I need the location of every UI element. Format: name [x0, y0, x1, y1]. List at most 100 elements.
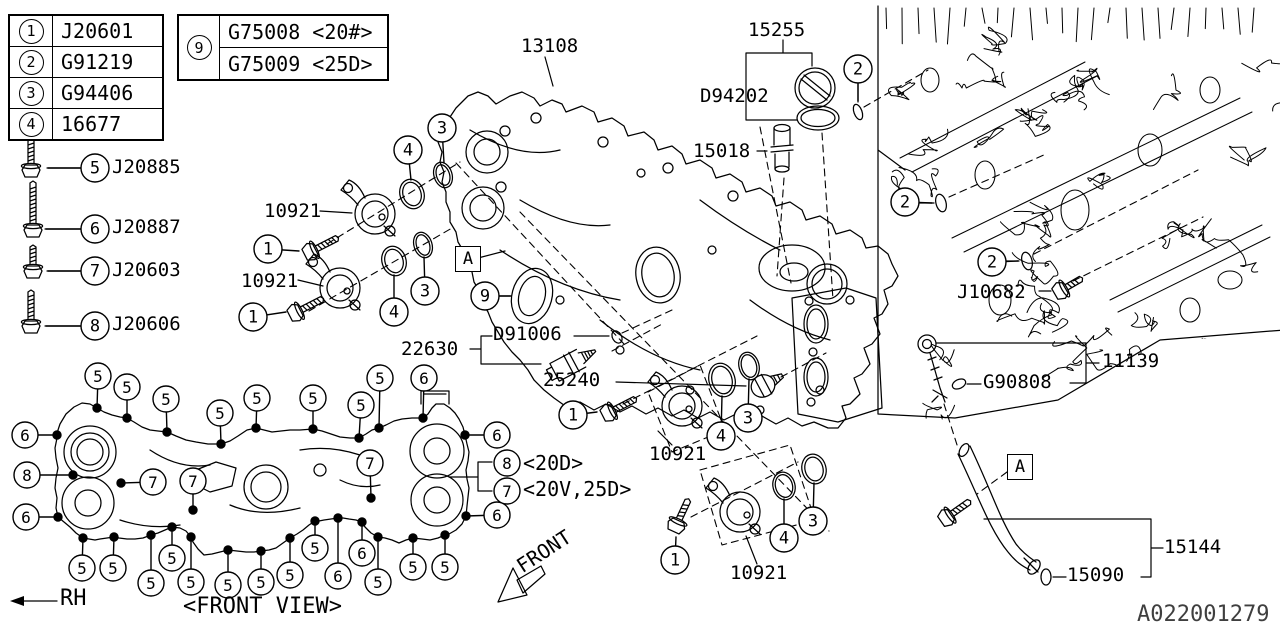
oring-part: [852, 103, 864, 121]
callout-circle-6: 6: [483, 421, 511, 449]
part-code: G91219: [61, 50, 134, 74]
callout-number: 7: [365, 454, 375, 473]
callout-number: 5: [186, 573, 196, 592]
callout-number: 1: [568, 406, 578, 426]
callout-circle-8: 8: [493, 449, 521, 477]
bolt-point-dot: [122, 413, 132, 423]
callout-number: 8: [90, 317, 100, 337]
bolt-point-dot: [186, 532, 196, 542]
bolt-point-dot: [92, 403, 102, 413]
callout-number: 1: [248, 308, 258, 328]
callout-number: 5: [308, 389, 318, 408]
sensor-part: [705, 477, 761, 535]
part-code: G75009 <25D>: [228, 51, 373, 76]
callout-number: 4: [403, 141, 413, 161]
callout-circle-6: 6: [11, 421, 39, 449]
callout-number: 4: [779, 529, 789, 549]
front-view-caption: <FRONT VIEW>: [183, 594, 342, 619]
callout-number: 6: [492, 506, 502, 525]
oring-part: [935, 193, 947, 213]
part-code: G94406: [61, 81, 134, 105]
bolt-point-dot: [333, 513, 343, 523]
callout-number: 5: [77, 559, 87, 578]
callout-number: 3: [18, 80, 44, 106]
callout-circle-5: 5: [206, 399, 234, 427]
bolt-point-dot: [373, 532, 383, 542]
callout-number: 8: [502, 454, 512, 473]
callout-circle-5: 5: [158, 544, 186, 572]
callout-circle-7: 7: [356, 449, 384, 477]
callout-number: 5: [373, 573, 383, 592]
callout-number: 4: [389, 303, 399, 323]
legend-row: G75008 <20#>: [220, 16, 387, 48]
part-label: 11139: [1102, 350, 1160, 372]
hardware-parts: [20, 103, 1084, 586]
callout-number: 5: [215, 404, 225, 423]
bolt-point-dot: [374, 423, 384, 433]
callout-circle-3: 3: [427, 113, 457, 143]
callout-number: 3: [808, 512, 818, 532]
callout-circle-5: 5: [137, 569, 165, 597]
callout-circle-6: 6: [80, 214, 110, 244]
callout-number: 2: [987, 253, 997, 273]
callout-circle-1: 1: [238, 302, 268, 332]
sensor-part: [305, 253, 361, 311]
sensor-part: [340, 179, 396, 237]
part-label: J20885: [112, 156, 181, 178]
oring-part: [381, 245, 407, 277]
callout-number: 6: [333, 567, 343, 586]
callout-number: 5: [252, 389, 262, 408]
callout-number: 5: [310, 539, 320, 558]
front-view-drawing: [10, 390, 546, 606]
callout-circle-2: 2: [977, 247, 1007, 277]
bolt-point-dot: [146, 530, 156, 540]
callout-number: 5: [285, 566, 295, 585]
callout-circle-3: 3: [798, 506, 828, 536]
oring-part: [399, 178, 425, 210]
part-code: J20601: [61, 19, 134, 43]
callout-number: 6: [357, 544, 367, 563]
bolt-point-dot: [366, 493, 376, 503]
callout-number: 5: [356, 396, 366, 415]
callout-number: 1: [670, 551, 680, 571]
oil-filler-cap: [794, 67, 836, 109]
callout-number: 3: [420, 282, 430, 302]
callout-number: 5: [440, 558, 450, 577]
part-code: 16677: [61, 112, 122, 136]
part-label: G90808: [983, 371, 1052, 393]
bolt-point-dot: [256, 546, 266, 556]
callout-circle-6: 6: [324, 562, 352, 590]
callout-circle-5: 5: [347, 391, 375, 419]
callout-circle-7: 7: [139, 468, 167, 496]
bolt-point-dot: [78, 533, 88, 543]
legend-code-cell: J20601: [53, 16, 162, 46]
bolt-part: [22, 180, 44, 238]
callout-number: 2: [18, 49, 44, 75]
part-label: 22630: [401, 338, 459, 360]
callout-number: 6: [20, 426, 30, 445]
oil-seal: [510, 267, 554, 325]
oring-part: [432, 161, 454, 189]
part-label: D94202: [700, 85, 769, 107]
callout-number: 7: [90, 262, 100, 282]
callout-circle-3: 3: [410, 276, 440, 306]
callout-circle-5: 5: [99, 554, 127, 582]
bolt-point-dot: [167, 522, 177, 532]
oring-part: [772, 471, 796, 501]
bolt-point-dot: [440, 530, 450, 540]
bolt-point-dot: [162, 427, 172, 437]
oring-part: [951, 378, 967, 390]
rh-caption: RH: [60, 586, 87, 611]
legend-num-cell: 3: [10, 78, 53, 108]
bolt-point-dot: [418, 413, 428, 423]
callout-number: 5: [161, 390, 171, 409]
dipstick-tube: [957, 442, 1041, 575]
callout-circle-6: 6: [12, 503, 40, 531]
front-arrow-icon: [497, 565, 546, 603]
part-code: G75008 <20#>: [228, 19, 373, 44]
bolt-part: [667, 498, 692, 535]
callout-number: 2: [900, 193, 910, 213]
